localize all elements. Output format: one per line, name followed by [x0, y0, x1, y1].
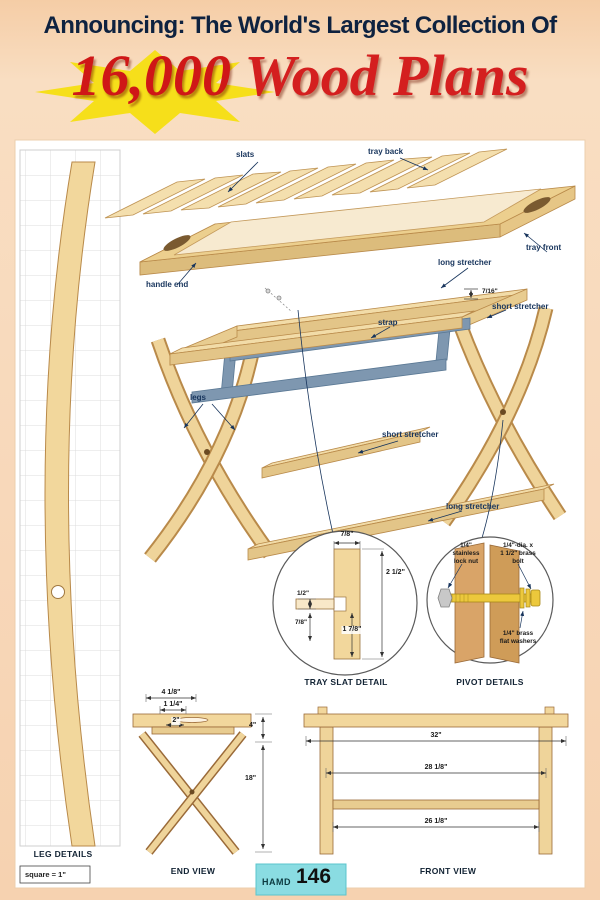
scale-note-box [19, 865, 91, 884]
leg-details-scale-note: square = 1" [25, 870, 66, 879]
plan-number-badge [255, 863, 347, 896]
pivot-bolt-line2: 1 1/2" brass [500, 549, 536, 557]
pivot-bolt-line1: 1/4"-dia. x [503, 542, 533, 549]
pivot-right [500, 409, 506, 415]
washer [519, 587, 525, 609]
slat-dim-left-lower: 7/8" [294, 619, 308, 626]
label-short-stretcher-top: short stretcher [492, 302, 549, 311]
pivot-details-title: PIVOT DETAILS [456, 677, 524, 687]
dim-gap: 7/16" [482, 288, 498, 295]
front-view-title: FRONT VIEW [419, 866, 477, 876]
front-view-drawing [303, 706, 569, 855]
leg-details-drawing [19, 149, 121, 884]
end-dim-top-width: 4 1/8" [161, 689, 181, 696]
end-dim-handle: 1 1/4" [163, 701, 183, 708]
end-dim-tray-height: 4" [249, 722, 257, 729]
announcing-line: Announcing: The World's Largest Collecti… [43, 12, 558, 39]
headline-number: 16,000 [71, 43, 231, 108]
pivot-washers-label: 1/4" brass flat washers [500, 630, 536, 646]
pivot-bolt-label: 1/4"-dia. x 1 1/2" brass bolt [500, 542, 536, 566]
tray-slat-detail-title: TRAY SLAT DETAIL [304, 677, 388, 687]
slat-dim-inner: 1 7/8" [341, 626, 363, 635]
pivot-lock-nut-line2: stainless [452, 549, 480, 557]
handle-slot-right [523, 197, 551, 213]
headline: 16,000 Wood Plans [0, 42, 600, 109]
label-long-stretcher-top: long stretcher [438, 258, 492, 267]
badge-number: 146 [296, 865, 332, 888]
lock-nut [437, 588, 453, 608]
end-view-drawing [132, 694, 272, 855]
label-tray-front: tray front [526, 243, 562, 252]
end-view-title: END VIEW [170, 866, 216, 876]
pivot-lock-nut-line3: lock nut [453, 557, 479, 565]
label-strap: strap [378, 318, 398, 327]
pivot-lock-nut-line1: 1/4" [460, 542, 472, 549]
washer [525, 588, 531, 608]
front-dim-leg-span: 28 1/8" [423, 764, 449, 773]
pivot-left [204, 449, 210, 455]
tray-slat-detail-drawing [272, 530, 418, 676]
label-long-stretcher-bottom: long stretcher [446, 502, 500, 511]
pivot-washers-line1: 1/4" brass [502, 630, 534, 637]
pivot-details-drawing [426, 536, 554, 664]
pivot-washers-line2: flat washers [499, 637, 537, 645]
label-slats: slats [236, 150, 255, 159]
pivot-bolt-line3: bolt [512, 557, 524, 565]
leg-details-title: LEG DETAILS [33, 849, 93, 859]
label-tray-back: tray back [368, 147, 404, 156]
starburst [35, 50, 275, 134]
handle-slot-left [163, 235, 191, 251]
pivot-lock-nut-label: 1/4" stainless lock nut [453, 542, 480, 566]
slat-dim-right: 2 1/2" [386, 569, 405, 576]
badge-brand: HAMD [262, 877, 291, 887]
bolt-head [530, 589, 541, 607]
headline-text: Wood Plans [230, 43, 529, 108]
end-dim-height: 18" [245, 775, 257, 782]
label-handle-end: handle end [146, 280, 189, 289]
slat-dim-left-upper: 1/2" [296, 590, 310, 597]
front-dim-stretcher: 26 1/8" [423, 818, 449, 827]
leader-lines [177, 157, 548, 539]
label-short-stretcher-mid: short stretcher [382, 430, 439, 439]
front-dim-width: 32" [429, 732, 443, 741]
label-legs: legs [190, 393, 207, 402]
end-dim-rail: 2" [171, 717, 181, 726]
pivot-hole [51, 585, 65, 599]
slat-dim-top: 7/8" [340, 531, 354, 538]
